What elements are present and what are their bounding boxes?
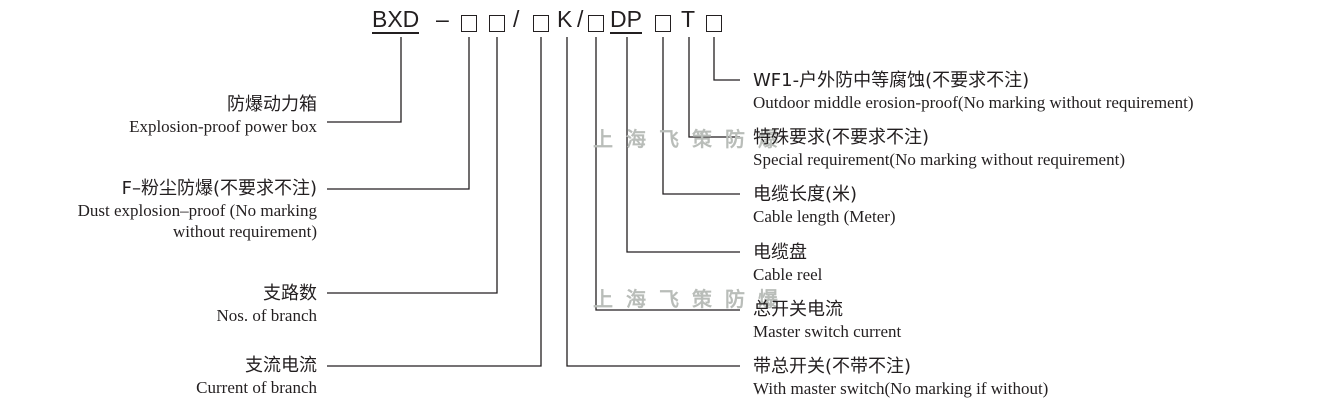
leader-power-box xyxy=(327,37,402,123)
code-box-master xyxy=(588,11,604,37)
code-dp-wrap: DP xyxy=(610,6,642,34)
code-box-branches xyxy=(489,11,505,37)
watermark-lower: 上海飞策防爆 xyxy=(593,287,791,311)
leader-outdoor-proof xyxy=(713,37,740,81)
code-dp: DP xyxy=(610,6,642,34)
label-outdoor-proof: WF1-户外防中等腐蚀(不要求不注) Outdoor middle erosio… xyxy=(753,70,1194,112)
leader-master-current xyxy=(595,37,740,311)
code-box-length xyxy=(655,11,671,37)
code-box-current xyxy=(533,11,549,37)
label-branch-count: 支路数 Nos. of branch xyxy=(216,283,317,325)
leader-cable-reel xyxy=(626,37,740,253)
leader-branch-count xyxy=(327,37,498,294)
label-power-box: 防爆动力箱 Explosion-proof power box xyxy=(129,94,317,136)
leader-cable-length xyxy=(662,37,740,195)
label-master-current: 总开关电流 Master switch current xyxy=(753,299,902,341)
code-t: T xyxy=(681,6,696,32)
leader-special-req xyxy=(688,37,740,138)
code-box-outdoor xyxy=(706,11,722,37)
code-box-dust xyxy=(461,11,477,37)
label-cable-reel: 电缆盘 Cable reel xyxy=(753,242,823,284)
leader-master-switch xyxy=(566,37,740,367)
label-dust-proof: F–粉尘防爆(不要求不注) Dust explosion–proof (No m… xyxy=(77,178,317,241)
code-slash-2: / xyxy=(577,6,584,32)
label-master-switch: 带总开关(不带不注) With master switch(No marking… xyxy=(753,356,1049,398)
code-slash-1: / xyxy=(513,6,520,32)
label-special-req: 特殊要求(不要求不注) Special requirement(No marki… xyxy=(753,127,1125,169)
code-prefix: BXD xyxy=(372,6,420,34)
code-dash: – xyxy=(436,6,449,32)
label-branch-current: 支流电流 Current of branch xyxy=(196,355,317,397)
watermark-upper: 上海飞策防爆 xyxy=(593,127,791,151)
code-k: K xyxy=(557,6,573,32)
leader-dust-proof xyxy=(327,37,470,190)
model-code: BXD xyxy=(372,6,420,34)
leader-branch-current xyxy=(327,37,542,367)
label-cable-length: 电缆长度(米) Cable length (Meter) xyxy=(753,184,896,226)
